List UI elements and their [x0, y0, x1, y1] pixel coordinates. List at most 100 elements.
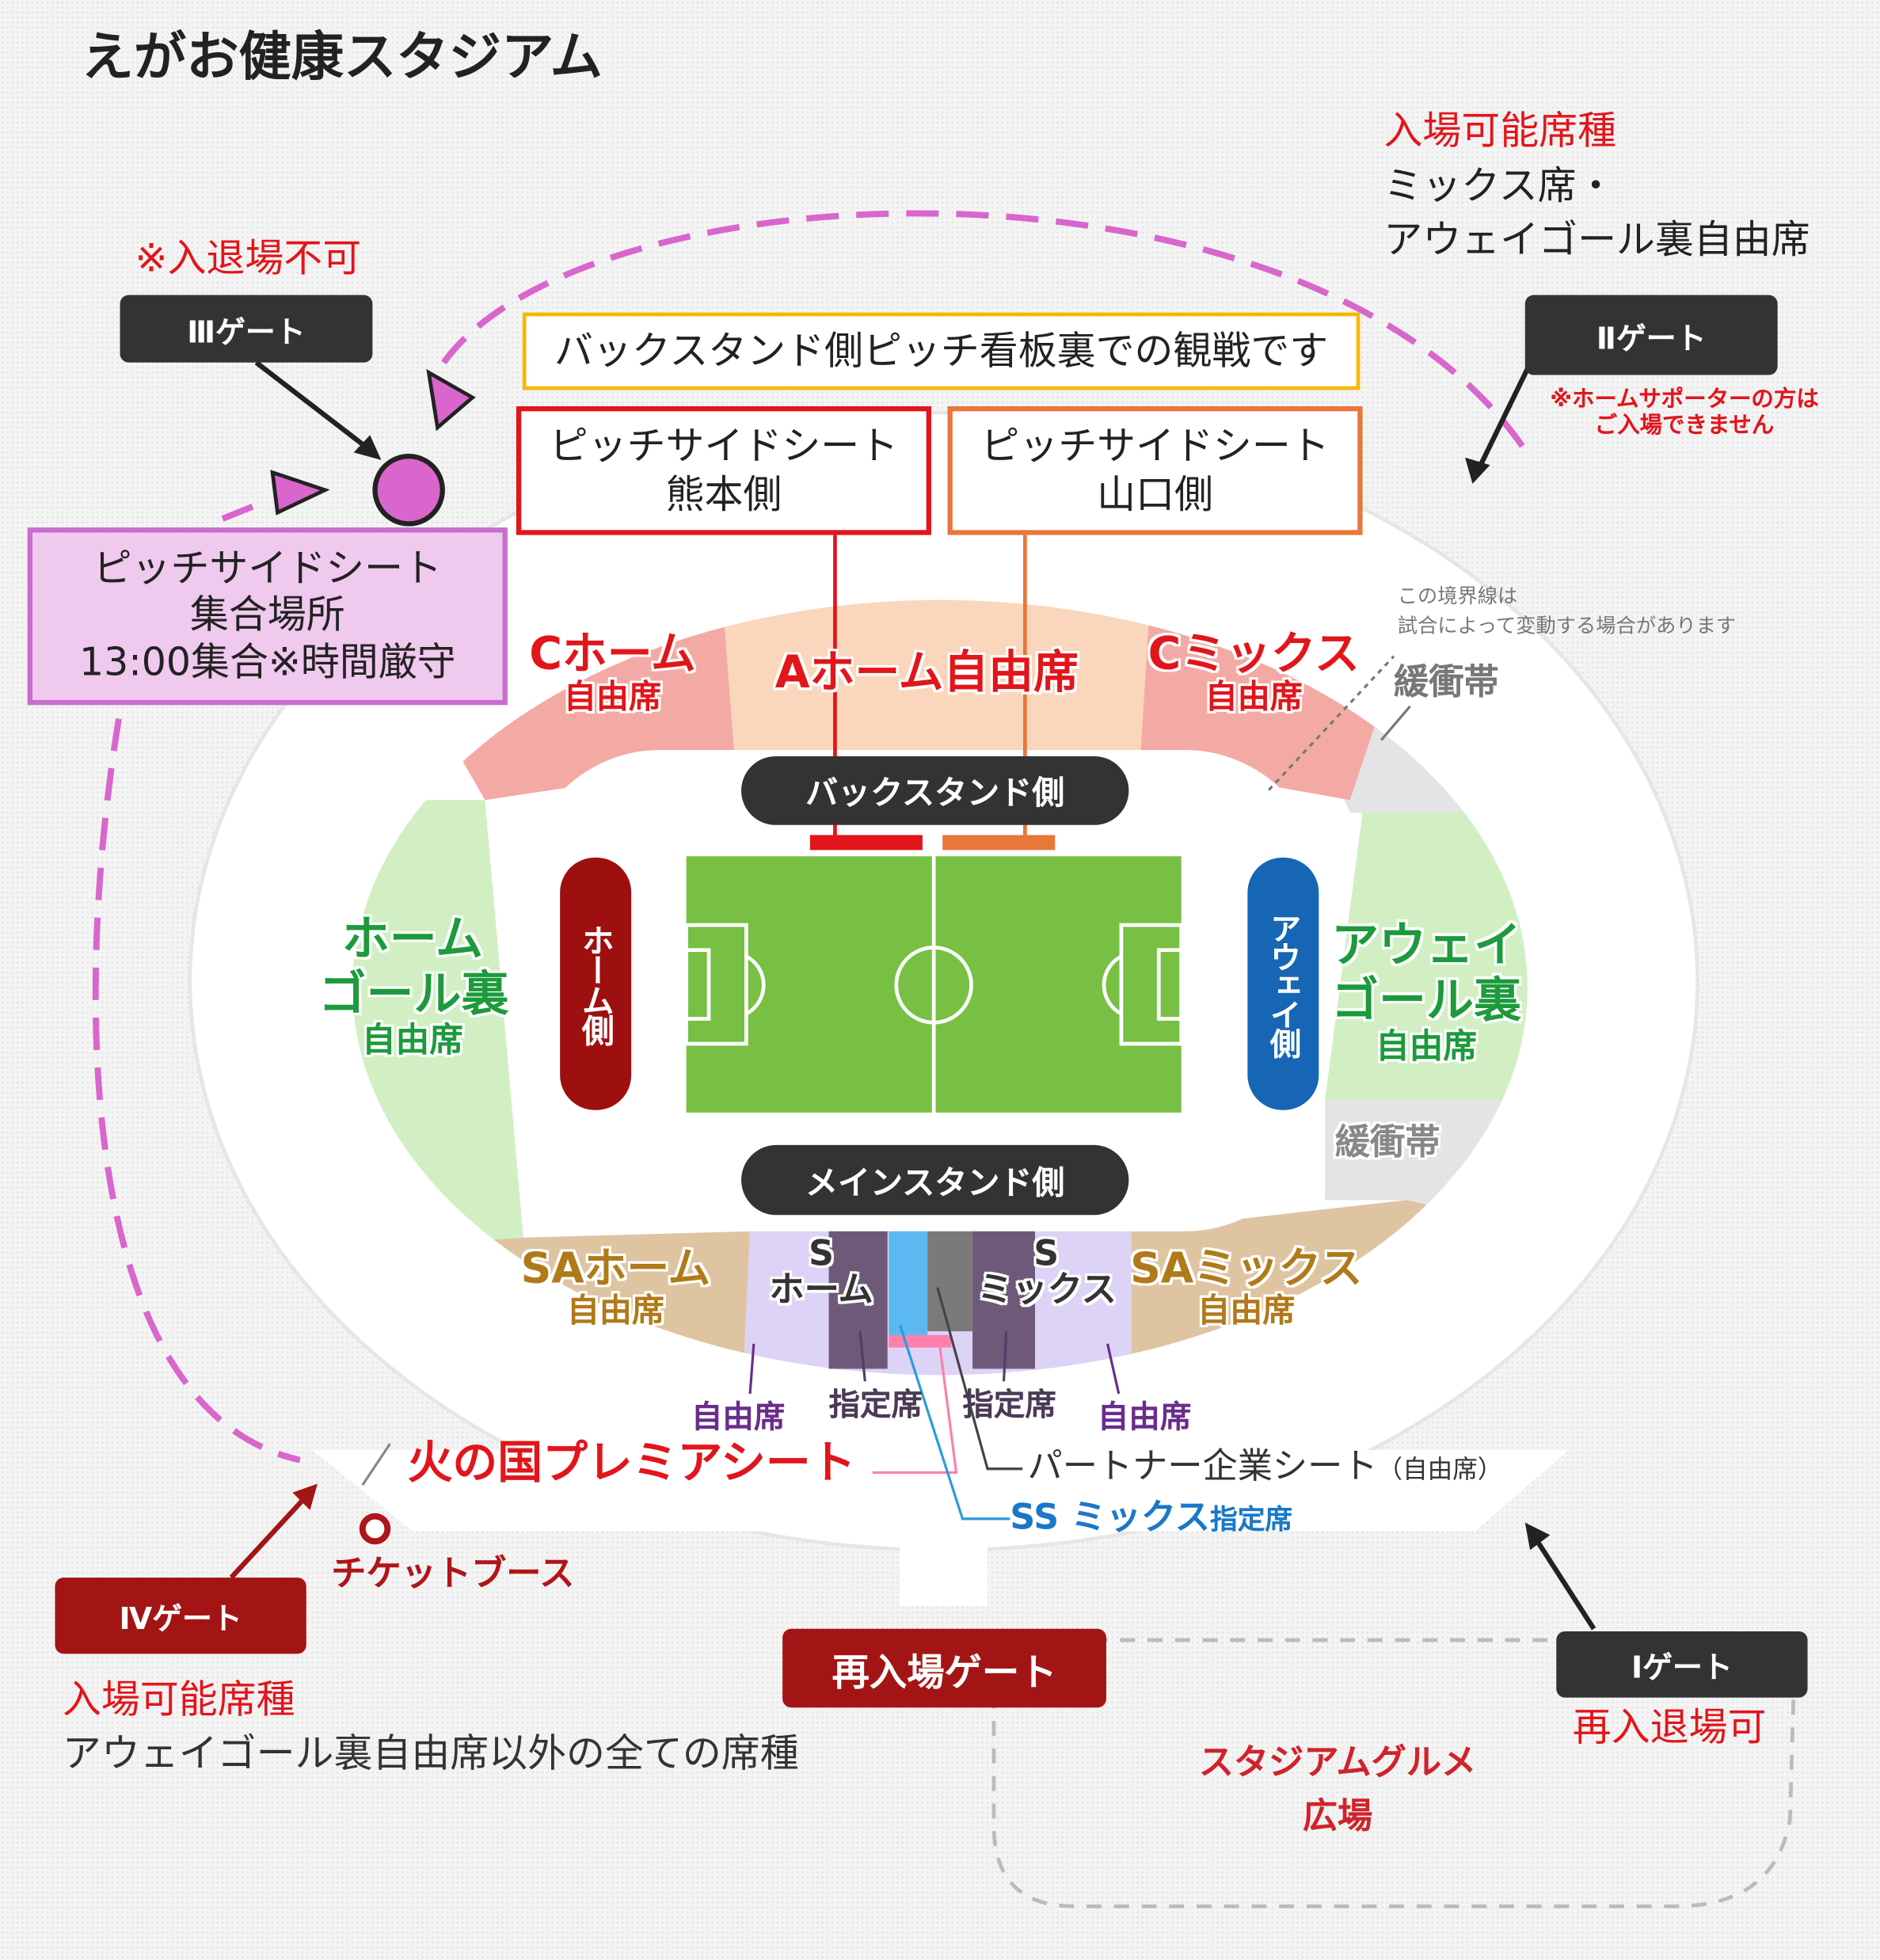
section-c-home-label: Cホーム 自由席 — [519, 629, 706, 718]
section-c-mix — [1140, 500, 1451, 801]
gate2-note-line2: ご入場できません — [1594, 412, 1775, 439]
pitchside-yamaguchi-bar — [942, 835, 1056, 851]
home-goal-sub: 自由席 — [361, 1022, 463, 1061]
page-title: えがお健康スタジアム — [81, 26, 603, 88]
section-away-goal — [1325, 813, 1626, 1101]
s-home-l1: S — [809, 1232, 834, 1274]
c-mix-sub: 自由席 — [1204, 679, 1303, 717]
buffer-label-lower: 緩衝帯 — [1334, 1121, 1440, 1163]
s-home-reserved — [828, 1231, 888, 1369]
ss-mix-label: SS ミックス — [1010, 1496, 1210, 1538]
section-sa-home-label: SAホーム 自由席 — [512, 1243, 718, 1331]
legend-partner-seat: パートナー企業シート（自由席） — [1027, 1444, 1503, 1486]
home-goal-l1: ホーム — [341, 911, 483, 967]
legend-free-seat-2: 自由席 — [1097, 1399, 1192, 1436]
away-goal-l1: アウェイ — [1331, 917, 1522, 973]
c-mix-name: Cミックス — [1147, 628, 1360, 680]
meeting-callout-line1: ピッチサイドシート — [93, 546, 442, 592]
boundary-note: この境界線は 試合によって変動する場合があります — [1398, 581, 1736, 641]
gate4-desc: アウェイゴール裏自由席以外の全ての席種 — [62, 1731, 799, 1777]
sa-mix-name: SAミックス — [1130, 1243, 1363, 1294]
partner-seat-note: （自由席） — [1377, 1453, 1503, 1484]
section-a-home-label: Aホーム自由席 — [774, 647, 1079, 699]
backstand-callout: バックスタンド側ピッチ看板裏での観戦です — [522, 312, 1361, 390]
ss-mix-note: 指定席 — [1209, 1505, 1293, 1536]
meeting-point-icon — [372, 453, 445, 527]
legend-reserved-seat-1: 指定席 — [828, 1386, 923, 1423]
buffer-zone-lower — [1325, 1100, 1626, 1250]
section-sa-mix-label: SAミックス 自由席 — [1122, 1243, 1370, 1331]
section-s-home-label: S ホーム — [765, 1232, 877, 1311]
ticket-booth-label: チケットブース — [331, 1552, 575, 1594]
legend-reserved-seat-2: 指定席 — [962, 1386, 1056, 1423]
section-sa-home — [249, 1231, 751, 1501]
partner-seat — [927, 1231, 973, 1332]
home-goal-l2: ゴール裏 — [318, 965, 509, 1022]
s-mix-l2: ミックス — [977, 1269, 1117, 1311]
c-home-sub: 自由席 — [563, 679, 662, 717]
section-sa-mix — [1131, 1200, 1626, 1501]
gate2-note-line1: ※ホームサポーターの方は — [1550, 386, 1819, 413]
back-stand-label: バックスタンド側 — [741, 755, 1129, 825]
meeting-callout-line3: 13:00集合※時間厳守 — [78, 639, 456, 685]
backstand-callout-text: バックスタンド側ピッチ看板裏での観戦です — [554, 328, 1329, 374]
legend-ss-mix: SS ミックス指定席 — [1010, 1496, 1293, 1538]
boundary-note-line2: 試合によって変動する場合があります — [1397, 614, 1737, 638]
reentry-gate-label[interactable]: 再入場ゲート — [782, 1628, 1106, 1708]
top-entry-line1: ミックス席・ — [1383, 163, 1616, 209]
section-a-home — [714, 500, 1157, 763]
gate4-heading: 入場可能席種 — [62, 1677, 295, 1723]
pitch — [684, 856, 1184, 1113]
boundary-note-line1: この境界線は — [1397, 584, 1518, 608]
gourmet-line1: スタジアムグルメ — [1198, 1741, 1477, 1783]
sa-mix-sub: 自由席 — [1197, 1292, 1296, 1330]
away-goal-sub: 自由席 — [1376, 1028, 1477, 1068]
route-top — [441, 210, 1528, 452]
c-home-name: Cホーム — [529, 628, 696, 680]
sa-home-sub: 自由席 — [566, 1292, 664, 1330]
gourmet-area-label: スタジアムグルメ 広場 — [1188, 1735, 1488, 1844]
gate3-notice: ※入退場不可 — [135, 236, 362, 282]
route-left — [92, 718, 301, 1463]
s-home-l2: ホーム — [769, 1269, 873, 1311]
s-mix-reserved — [972, 1231, 1035, 1369]
section-s-mix-label: S ミックス — [977, 1232, 1117, 1311]
kumamoto-callout: ピッチサイドシート 熊本側 — [516, 406, 931, 535]
away-side-label: アウェイ側 — [1247, 857, 1319, 1110]
kumamoto-callout-line1: ピッチサイドシート — [549, 423, 899, 469]
gate2-note: ※ホームサポーターの方は ご入場できません — [1519, 386, 1850, 439]
section-home-goal-label: ホーム ゴール裏 自由席 — [318, 911, 509, 1061]
gate1-note: 再入退場可 — [1572, 1705, 1767, 1750]
gate1-label[interactable]: Ⅰゲート — [1556, 1631, 1808, 1698]
gourmet-line2: 広場 — [1302, 1795, 1373, 1837]
top-entry-line2: アウェイゴール裏自由席 — [1383, 217, 1810, 263]
section-home-goal — [249, 800, 525, 1257]
gate3-label[interactable]: Ⅲゲート — [120, 295, 373, 363]
ticket-booth-icon — [359, 1513, 391, 1545]
s-mix-l1: S — [1033, 1232, 1060, 1274]
kumamoto-callout-line2: 熊本側 — [665, 471, 782, 517]
section-c-mix-label: Cミックス 自由席 — [1140, 629, 1368, 718]
section-away-goal-label: アウェイ ゴール裏 自由席 — [1327, 917, 1524, 1068]
ss-mix-reserved — [889, 1231, 928, 1338]
gate2-label[interactable]: Ⅱゲート — [1524, 295, 1778, 375]
top-entry-heading: 入場可能席種 — [1383, 108, 1617, 154]
pitchside-kumamoto-bar — [809, 835, 923, 851]
legend-premier-seat: 火の国プレミアシート — [407, 1437, 856, 1489]
away-goal-l2: ゴール裏 — [1331, 972, 1522, 1028]
sa-home-name: SAホーム — [520, 1243, 711, 1294]
meeting-callout: ピッチサイドシート 集合場所 13:00集合※時間厳守 — [27, 527, 508, 706]
buffer-label-upper: 緩衝帯 — [1394, 661, 1499, 703]
yamaguchi-callout-line2: 山口側 — [1097, 471, 1213, 517]
direction-triangle-icon — [270, 470, 330, 516]
direction-triangle-icon — [426, 368, 476, 432]
home-side-label: ホーム側 — [560, 857, 632, 1110]
premier-seat — [889, 1334, 952, 1348]
legend-free-seat-1: 自由席 — [691, 1399, 786, 1436]
partner-seat-label: パートナー企業シート — [1027, 1444, 1378, 1486]
yamaguchi-callout: ピッチサイドシート 山口側 — [947, 406, 1363, 535]
meeting-callout-line2: 集合場所 — [189, 592, 345, 638]
gate4-label[interactable]: Ⅳゲート — [55, 1578, 306, 1654]
